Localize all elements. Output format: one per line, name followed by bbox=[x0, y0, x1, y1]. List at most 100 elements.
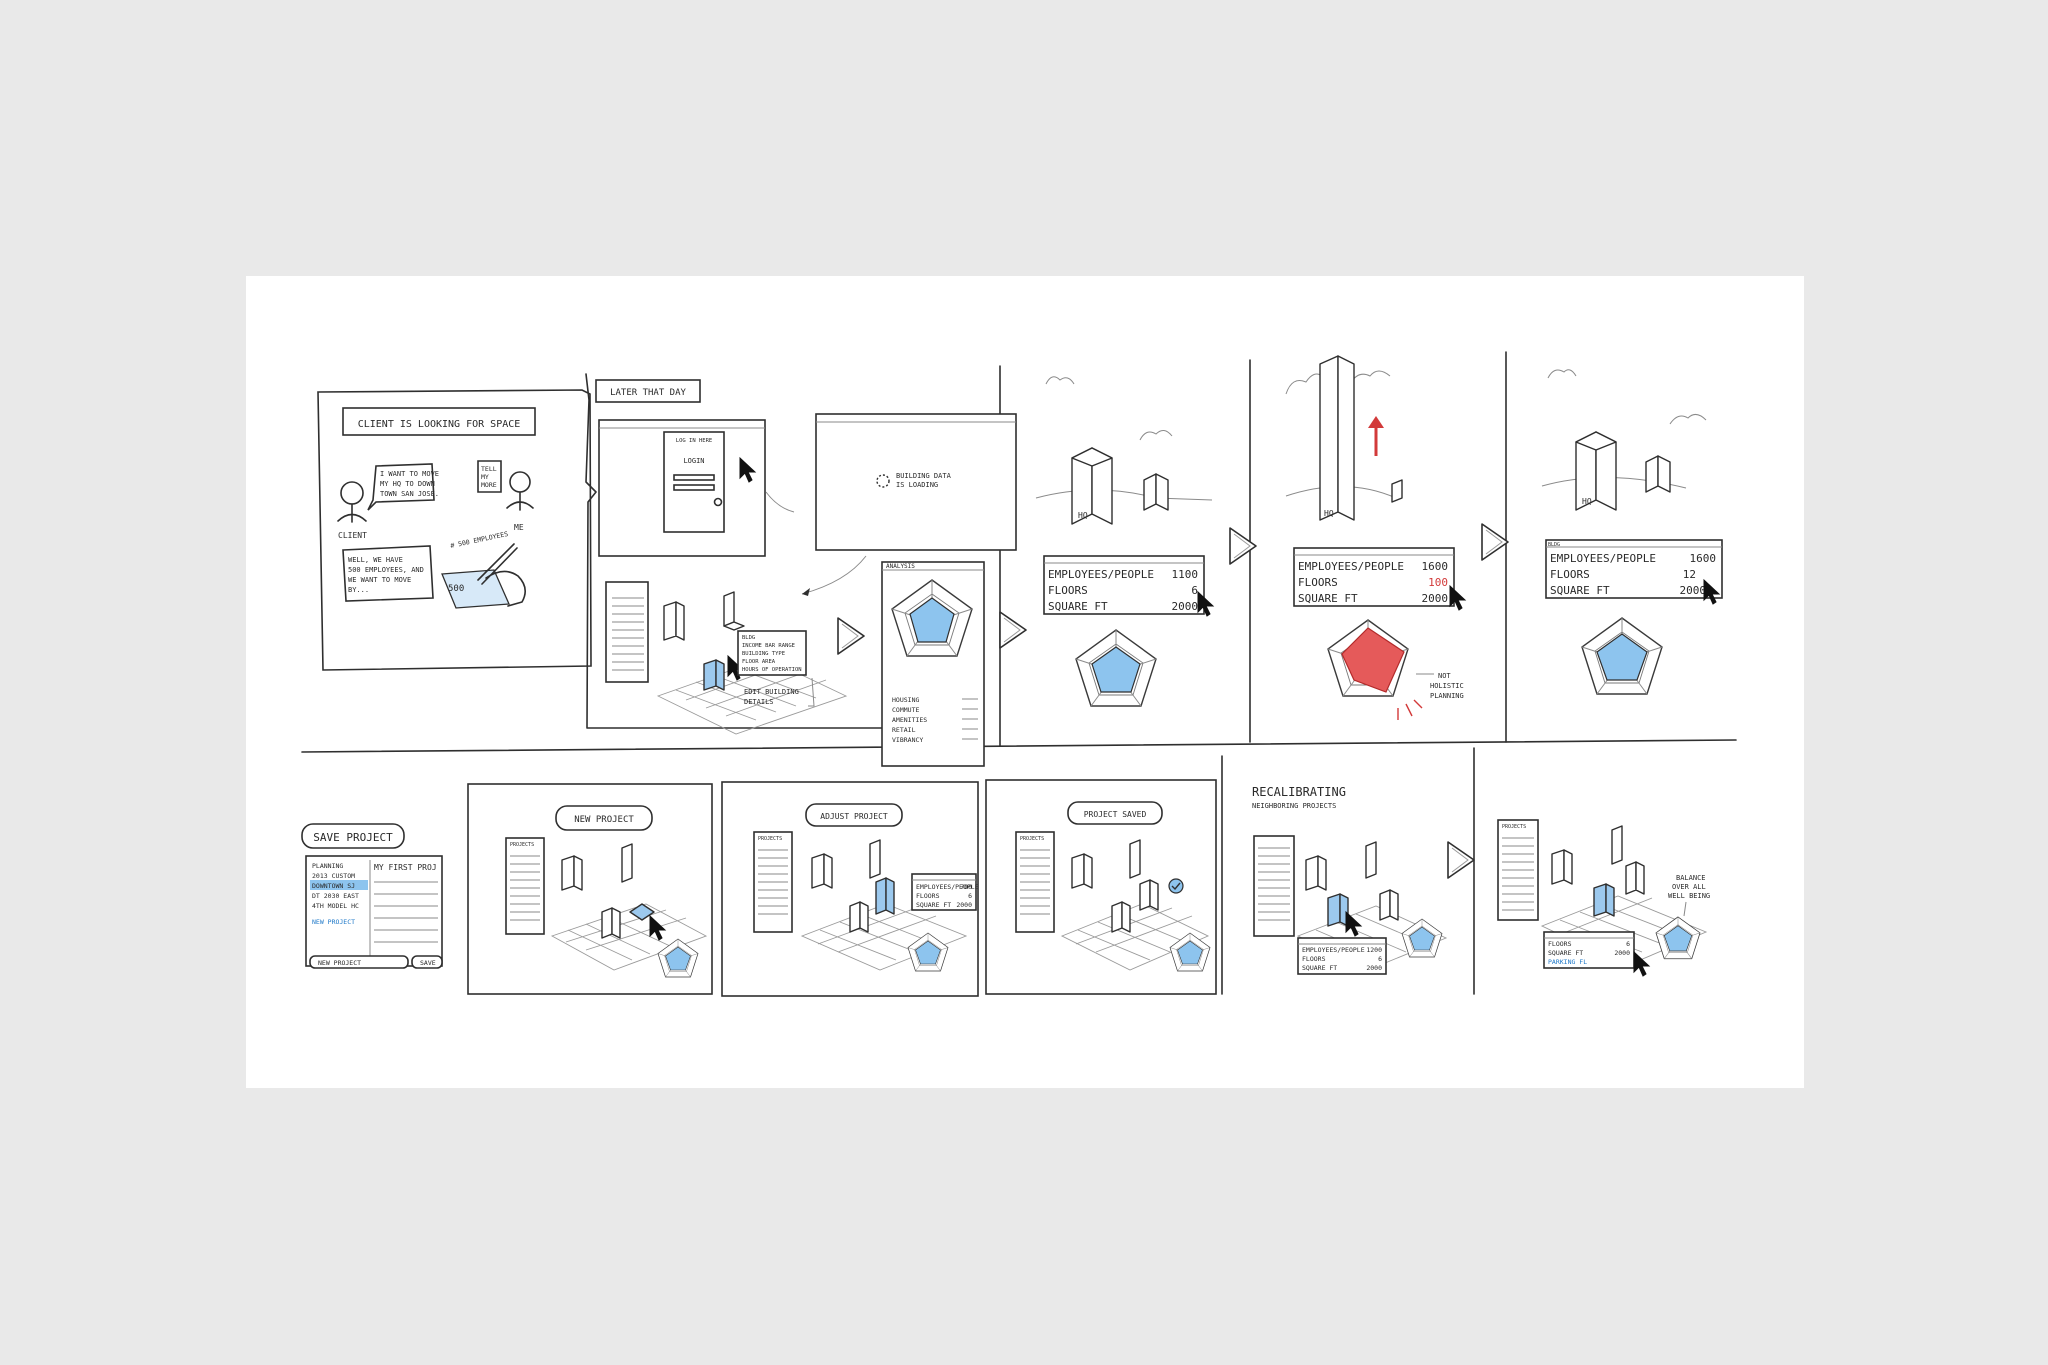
edit-building-line[interactable]: EDIT BUILDING bbox=[744, 688, 799, 696]
row-label: SQUARE FT bbox=[1548, 949, 1583, 957]
svg-text:BUILDING DATA IS LOADING: BUILDING DATA IS LOADING bbox=[896, 472, 955, 489]
svg-text:BALANCE OVER ALL W: BALANCE OVER ALL WELL BEING bbox=[1668, 874, 1710, 900]
radar-chart bbox=[1596, 633, 1648, 681]
panel-2-caption: LATER THAT DAY bbox=[610, 388, 686, 398]
row-value[interactable]: 1600 bbox=[1422, 560, 1449, 573]
panel-1-caption: CLIENT IS LOOKING FOR SPACE bbox=[358, 419, 521, 430]
next-arrow bbox=[1447, 841, 1475, 879]
panel-recalibrating: RECALIBRATING NEIGHBORING PROJECTS EMPLO… bbox=[1252, 785, 1448, 975]
loading-line: BUILDING DATA bbox=[896, 472, 952, 480]
new-project-link[interactable]: NEW PROJECT bbox=[312, 918, 355, 926]
label-me: ME bbox=[514, 523, 524, 532]
bubble-me-line: MORE bbox=[481, 481, 497, 489]
scene-1: BLDG INCOME BAR RANGE BUILDING TYPE FLOO… bbox=[605, 581, 848, 735]
svg-text:NOT HOLISTIC PLANN: NOT HOLISTIC PLANNING bbox=[1430, 672, 1468, 700]
project-list-item[interactable]: 4TH MODEL HC bbox=[312, 902, 359, 910]
panel-hq-12: HQ BLDG EMPLOYEES/PEOPLE 1600 FLOORS 12 … bbox=[1541, 369, 1723, 695]
login-button[interactable]: LOGIN bbox=[683, 457, 704, 465]
row-value[interactable]: 2000 bbox=[956, 901, 972, 909]
recalibrating-title: RECALIBRATING bbox=[1252, 785, 1346, 799]
row-value[interactable]: 6 bbox=[968, 892, 972, 900]
projects-header: PROJECTS bbox=[1502, 824, 1526, 830]
username-field[interactable] bbox=[673, 474, 715, 481]
row-value[interactable]: 700 bbox=[960, 883, 972, 891]
hq-label: HQ bbox=[1078, 511, 1088, 520]
bubble-client-line: TOWN SAN JOSE. bbox=[380, 490, 439, 498]
adjust-project-caption: ADJUST PROJECT bbox=[820, 812, 888, 821]
project-list-item[interactable]: 2013 CUSTOM bbox=[312, 872, 355, 880]
row-label: SQUARE FT bbox=[1550, 584, 1610, 597]
new-project-button-label[interactable]: NEW PROJECT bbox=[318, 959, 361, 967]
building-panel bbox=[1043, 555, 1205, 615]
panel-client: CLIENT IS LOOKING FOR SPACE I WANT TO MO… bbox=[317, 389, 592, 671]
analysis-item: VIBRANCY bbox=[892, 736, 923, 744]
row-value[interactable]: 6 bbox=[1378, 955, 1382, 963]
projects-list bbox=[1253, 835, 1295, 937]
row-value[interactable]: 12 bbox=[1683, 568, 1696, 581]
tooltip-line: BLDG bbox=[742, 635, 755, 641]
login-title: LOG IN HERE bbox=[676, 438, 712, 444]
save-dialog bbox=[305, 855, 443, 967]
edit-building-line[interactable]: DETAILS bbox=[744, 698, 774, 706]
spinner-icon bbox=[876, 474, 890, 488]
panel-header: BLDG bbox=[1548, 542, 1560, 548]
row-label: FLOORS bbox=[1548, 940, 1572, 948]
note-line: HOLISTIC bbox=[1430, 682, 1464, 690]
projects-header: PROJECTS bbox=[758, 836, 782, 842]
analysis-item: RETAIL bbox=[892, 726, 916, 734]
row-label: FLOORS bbox=[916, 892, 940, 900]
hand-icon bbox=[485, 570, 526, 607]
row-value[interactable]: 2000 bbox=[1422, 592, 1449, 605]
bubble-bottom-line: WE WANT TO MOVE bbox=[348, 576, 411, 584]
project-list-item[interactable]: PLANNING bbox=[312, 862, 343, 870]
row-value[interactable]: 1600 bbox=[1690, 552, 1717, 565]
panel-later: LATER THAT DAY LOG IN HERE LOGIN BUILDIN… bbox=[585, 373, 1017, 767]
radar-chart bbox=[1091, 646, 1141, 693]
save-button-label[interactable]: SAVE bbox=[420, 959, 436, 967]
notepad bbox=[441, 569, 510, 609]
me-figure bbox=[506, 471, 534, 511]
loading-screen bbox=[815, 413, 1017, 551]
cursor-icon bbox=[1633, 951, 1650, 977]
project-list-item[interactable]: DOWNTOWN SJ bbox=[312, 882, 355, 890]
bubble-me bbox=[477, 460, 502, 493]
loading-line: IS LOADING bbox=[896, 481, 938, 489]
project-name[interactable]: MY FIRST PROJ bbox=[374, 863, 437, 872]
radar-chart-red bbox=[1341, 627, 1405, 693]
row-label: SQUARE FT bbox=[916, 901, 951, 909]
row-divider bbox=[301, 739, 1737, 753]
save-project-caption: SAVE PROJECT bbox=[313, 831, 393, 844]
row-value[interactable]: 1200 bbox=[1366, 946, 1382, 954]
note-value: 500 bbox=[448, 584, 464, 594]
row-value[interactable]: 2000 bbox=[1366, 964, 1382, 972]
row-value[interactable]: 6 bbox=[1626, 940, 1630, 948]
project-list-item[interactable]: DT 2030 EAST bbox=[312, 892, 359, 900]
analysis-radar bbox=[909, 597, 955, 643]
row-label: EMPLOYEES/PEOPLE bbox=[1550, 552, 1656, 565]
panel-project-saved: PROJECT SAVED PROJECTS bbox=[985, 779, 1217, 995]
up-arrow-icon bbox=[1368, 416, 1384, 428]
password-field[interactable] bbox=[673, 484, 715, 491]
next-arrow bbox=[999, 611, 1027, 649]
analysis-title: ANALYSIS bbox=[886, 563, 915, 570]
row-value[interactable]: 6 bbox=[1191, 584, 1198, 597]
projects-header: PROJECTS bbox=[1020, 836, 1044, 842]
note-line: BALANCE bbox=[1676, 874, 1706, 882]
projects-list bbox=[605, 581, 649, 683]
save-button[interactable] bbox=[411, 955, 443, 969]
row-label-link[interactable]: PARKING FL bbox=[1548, 958, 1587, 966]
bubble-bottom-line: BY... bbox=[348, 586, 369, 594]
login-card bbox=[663, 431, 725, 533]
row-value[interactable]: 2000 bbox=[1680, 584, 1707, 597]
bubble-client bbox=[367, 463, 435, 511]
row-value[interactable]: 1100 bbox=[1172, 568, 1199, 581]
analysis-item: AMENITIES bbox=[892, 716, 927, 724]
tooltip-line: INCOME BAR RANGE bbox=[742, 643, 795, 649]
building-tooltip bbox=[737, 630, 807, 676]
new-project-button[interactable] bbox=[309, 955, 409, 969]
row-value[interactable]: 2000 bbox=[1172, 600, 1199, 613]
tooltip-line: HOURS OF OPERATION bbox=[742, 667, 802, 673]
row-value[interactable]: 2000 bbox=[1614, 949, 1630, 957]
row-value-warning[interactable]: 100 bbox=[1428, 576, 1448, 589]
row-label: SQUARE FT bbox=[1048, 600, 1108, 613]
